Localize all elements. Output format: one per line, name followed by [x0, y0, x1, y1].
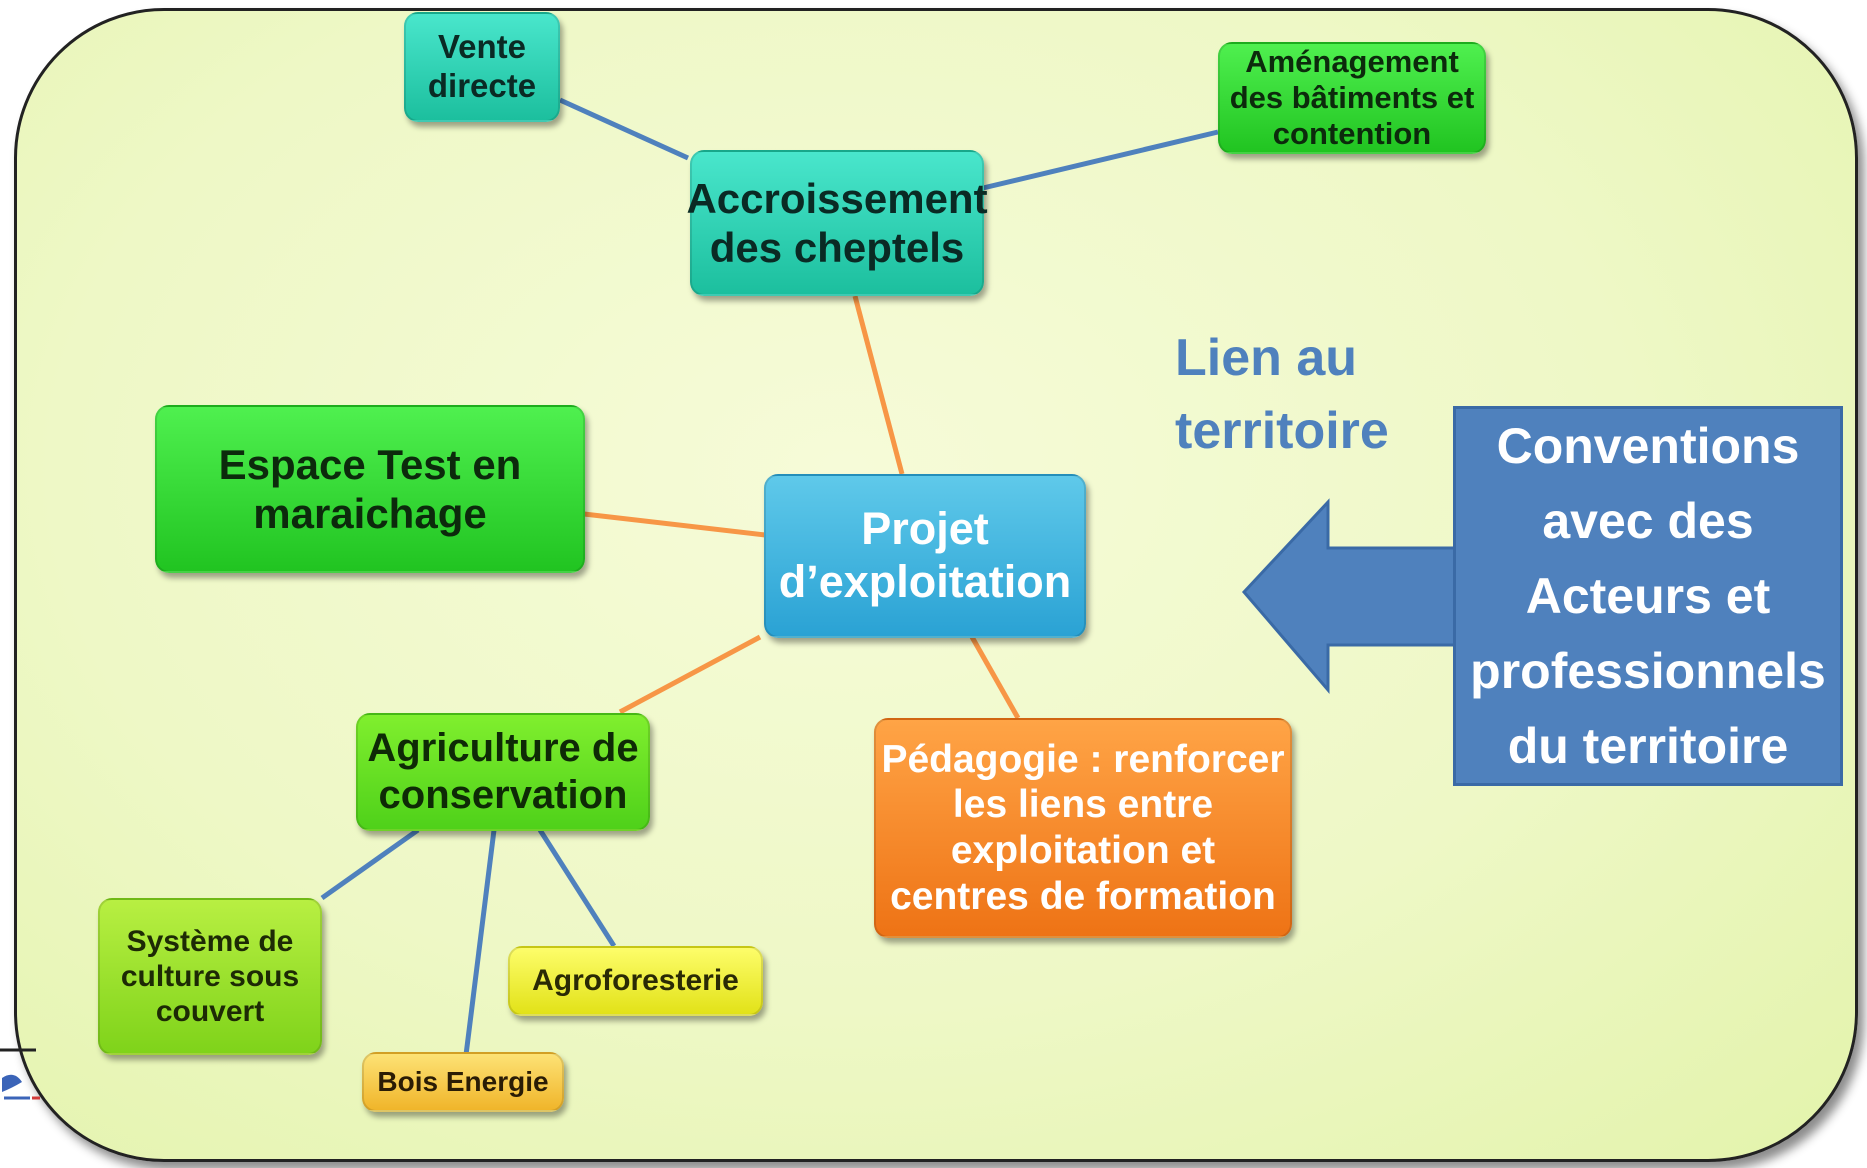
node-espace-test-label: Espace Test en maraichage	[218, 440, 522, 537]
link-agriculture-systeme	[320, 827, 420, 901]
left-arrow-shape	[1241, 498, 1457, 695]
node-systeme-culture: Système de culture sous couvert	[98, 898, 322, 1055]
node-projet-exploitation: Projet d’exploitation	[764, 474, 1086, 638]
node-projet-label: Projet d’exploitation	[778, 503, 1072, 607]
link-agriculture-bois	[463, 829, 497, 1056]
link-projet-espace	[583, 511, 766, 538]
conventions-box: Conventions avec des Acteurs et professi…	[1453, 406, 1843, 786]
link-agriculture-agroforesterie	[537, 828, 617, 948]
node-agriculture-conservation: Agriculture de conservation	[356, 713, 650, 831]
node-pedagogie: Pédagogie : renforcer les liens entre ex…	[874, 718, 1292, 938]
conventions-label: Conventions avec des Acteurs et professi…	[1470, 417, 1826, 774]
link-projet-accroissement	[852, 295, 905, 475]
lien-territoire-label: Lien au territoire	[1175, 329, 1389, 460]
logo-fragment-icon	[0, 1048, 40, 1100]
node-vente-directe-label: Vente directe	[427, 28, 537, 104]
node-systeme-label: Système de culture sous couvert	[120, 924, 300, 1029]
node-amenagement-label: Aménagement des bâtiments et contention	[1229, 43, 1475, 152]
link-projet-pedagogie	[969, 635, 1021, 720]
node-vente-directe: Vente directe	[404, 12, 560, 122]
node-amenagement: Aménagement des bâtiments et contention	[1218, 42, 1486, 154]
link-vente-accroissement	[558, 97, 690, 161]
node-agroforesterie: Agroforesterie	[508, 946, 763, 1016]
node-espace-test: Espace Test en maraichage	[155, 405, 585, 573]
node-accroissement-cheptels: Accroissement des cheptels	[686, 150, 988, 296]
node-pedagogie-label: Pédagogie : renforcer les liens entre ex…	[881, 737, 1285, 918]
link-projet-agriculture	[618, 634, 762, 715]
link-amenagement-accroissement	[982, 129, 1219, 191]
node-bois-label: Bois Energie	[377, 1065, 549, 1097]
node-accroissement-label: Accroissement des cheptels	[686, 174, 988, 271]
node-agriculture-label: Agriculture de conservation	[367, 726, 639, 817]
node-agroforesterie-label: Agroforesterie	[532, 964, 739, 998]
node-bois-energie: Bois Energie	[362, 1052, 564, 1112]
